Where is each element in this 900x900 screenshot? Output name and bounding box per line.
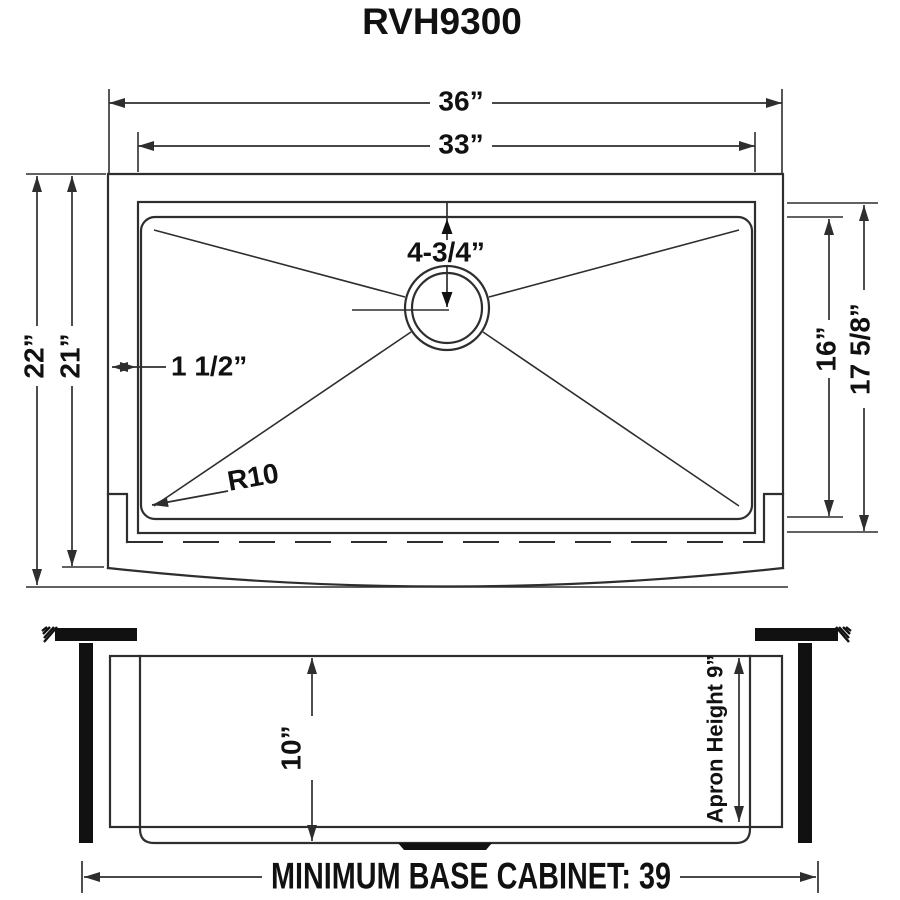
dim-depth-overall: 22”: [19, 173, 106, 585]
dim-bowl-inner-front-back: 16”: [787, 216, 843, 518]
dim-bowl-height-label: 10”: [276, 725, 307, 770]
right-notch: [762, 492, 785, 544]
left-notch: [106, 492, 129, 544]
left-countertop-section: [55, 628, 137, 641]
dim-bowl-height: 10”: [276, 658, 317, 841]
drain-circle: [352, 264, 491, 352]
dim-width-inner-label: 33”: [438, 129, 483, 160]
apron-bow-curve: [106, 566, 785, 588]
bowl-slope-diagonals: [153, 229, 740, 507]
dim-width-overall-label: 36”: [438, 86, 483, 117]
model-title: RVH9300: [362, 1, 522, 42]
drain-bump: [398, 843, 492, 850]
flange-outline: [106, 172, 785, 570]
left-cabinet-wall: [79, 643, 93, 843]
dim-bowl-inner-label: 16”: [811, 326, 842, 371]
dim-bowl-rim-label: 17 5/8”: [845, 303, 876, 395]
dim-bowl-rim-front-back: 17 5/8”: [787, 202, 878, 533]
dim-min-base-cabinet-label: MINIMUM BASE CABINET: 39: [271, 856, 671, 897]
dim-drain-offset-label: 4-3/4”: [407, 237, 485, 268]
dim-rim-width: 1 1/2”: [112, 351, 247, 382]
dim-width-overall: 36”: [108, 86, 783, 173]
left-countertop-hatch: [41, 626, 58, 643]
top-view: 36” 33” 22” 21” 16: [19, 86, 878, 588]
front-view: 10” Apron Height 9” MINIMUM BASE CABINET…: [41, 626, 852, 897]
dim-depth-inner: 21”: [55, 176, 104, 568]
dim-apron-height: Apron Height 9”: [703, 655, 744, 824]
dim-width-inner: 33”: [137, 129, 756, 172]
right-countertop-hatch: [835, 626, 852, 643]
dim-drain-offset: 4-3/4”: [407, 203, 485, 307]
dim-min-base-cabinet: MINIMUM BASE CABINET: 39: [81, 856, 819, 897]
dim-depth-inner-label: 21”: [55, 333, 86, 378]
right-countertop-section: [755, 628, 838, 641]
sink-body-outline: [108, 654, 784, 829]
right-cabinet-wall: [798, 643, 812, 843]
dim-rim-width-label: 1 1/2”: [171, 351, 247, 382]
dim-depth-overall-label: 22”: [19, 333, 50, 378]
apron-panel-outline: [138, 654, 752, 845]
dim-corner-radius-label: R10: [225, 457, 281, 496]
dim-apron-height-label: Apron Height 9”: [703, 655, 728, 824]
